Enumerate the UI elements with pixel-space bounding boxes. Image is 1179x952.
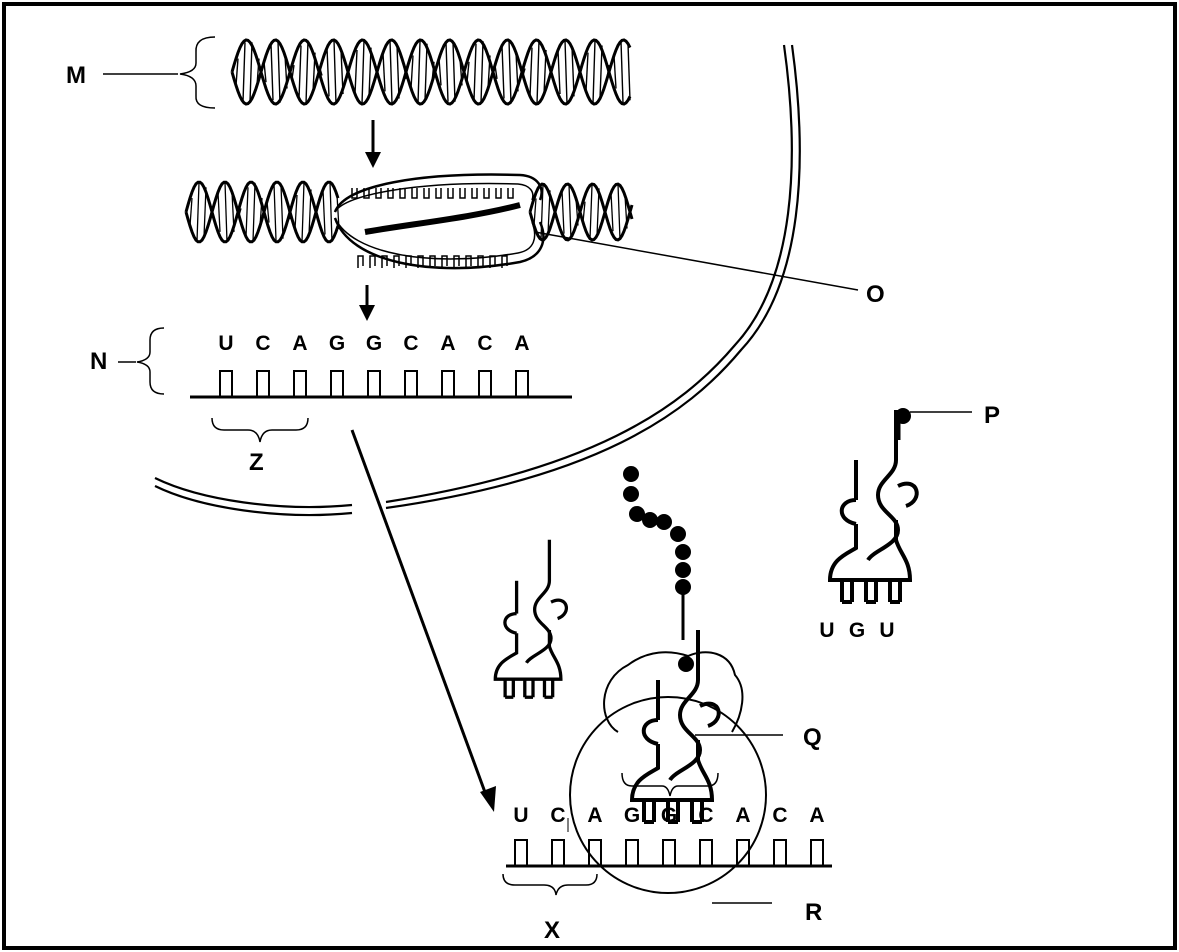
label-o: O [866,281,885,308]
label-x-group: X [502,873,598,944]
mrna-nucleus-base-letter: G [329,332,345,355]
mrna-nucleus-base-letter: G [366,332,382,355]
mrna-ribosome-base-letter: U [513,804,528,827]
amino-acid-p: P [895,402,1000,440]
mrna-ribosome-tooth [773,839,787,866]
label-r: R [805,899,822,926]
mrna-ribosome-tooth [662,839,676,866]
mrna-nucleus-tooth [478,370,492,397]
ribosome [569,651,767,894]
label-n-group: N [90,327,165,395]
label-m: M [66,62,86,89]
amino-acid-bead [670,526,686,542]
anticodon-base-letter: G [849,619,865,642]
mrna-nucleus-base-letter: A [440,332,455,355]
mrna-nucleus-base-letter: C [255,332,270,355]
arrow-to-ribosome [350,429,496,812]
mrna-nucleus-tooth [367,370,381,397]
label-r-group: R [712,899,822,926]
mrna-ribosome-tooth [588,839,602,866]
mrna-ribosome-tooth [699,839,713,866]
amino-acid-bead [678,656,694,672]
label-q-group: Q [695,724,822,751]
mrna-nucleus-base-letter: C [403,332,418,355]
arrow-down-2 [359,285,375,321]
label-n: N [90,348,107,375]
mrna-ribosome-tooth [551,839,565,866]
trna-in-ribosome [630,628,721,824]
amino-acid-bead [623,486,639,502]
mrna-nucleus-tooth [256,370,270,397]
transcription-bubble [184,173,634,270]
anticodon-base-letter: U [879,619,894,642]
free-trna-with-amino-acid [828,408,919,604]
amino-acid-bead [642,512,658,528]
nuclear-envelope [154,44,801,517]
label-p: P [984,402,1000,429]
mrna-ribosome-tooth [514,839,528,866]
mrna-nucleus-tooth [441,370,455,397]
amino-acid-bead [629,506,645,522]
polypeptide-chain [623,466,694,672]
mrna-nucleus-base-letter: U [218,332,233,355]
mrna-nucleus-tooth [515,370,529,397]
label-m-group: M [66,36,216,109]
amino-acid-bead [675,544,691,560]
mrna-ribosome-base-letter: G [624,804,640,827]
mrna-ribosome-base-letter: C [550,804,565,827]
arrow-down-1 [365,120,381,168]
mrna-nucleus-tooth [330,370,344,397]
amino-acid-bead [675,579,691,595]
amino-acid-bead [623,466,639,482]
mrna-ribosome-tooth [625,839,639,866]
mrna-ribosome-base-letter: A [809,804,824,827]
amino-acid-bead [656,514,672,530]
mrna-nucleus-base-letter: A [514,332,529,355]
mrna-ribosome-base-letter: A [735,804,750,827]
label-o-group: O [534,231,885,308]
trna-ribosome-anticodon-bracket [621,772,719,797]
mrna-nucleus-base-letter: C [477,332,492,355]
mrna-nucleus-tooth [219,370,233,397]
mrna-ribosome-tooth [736,839,750,866]
mrna-nucleus-base-letter: A [292,332,307,355]
mrna-ribosome-tooth [810,839,824,866]
mrna-ribosome-base-letter: C [772,804,787,827]
label-z: Z [249,449,264,476]
label-z-group: Z [211,417,309,476]
label-q: Q [803,724,822,751]
dna-double-helix [230,38,632,106]
anticodon-base-letter: U [819,619,834,642]
mrna-ribosome-base-letter: A [587,804,602,827]
mrna-nucleus-tooth [404,370,418,397]
amino-acid-bead [675,562,691,578]
mrna-nucleus-tooth [293,370,307,397]
label-x: X [544,917,560,944]
free-trna-empty [493,538,569,699]
